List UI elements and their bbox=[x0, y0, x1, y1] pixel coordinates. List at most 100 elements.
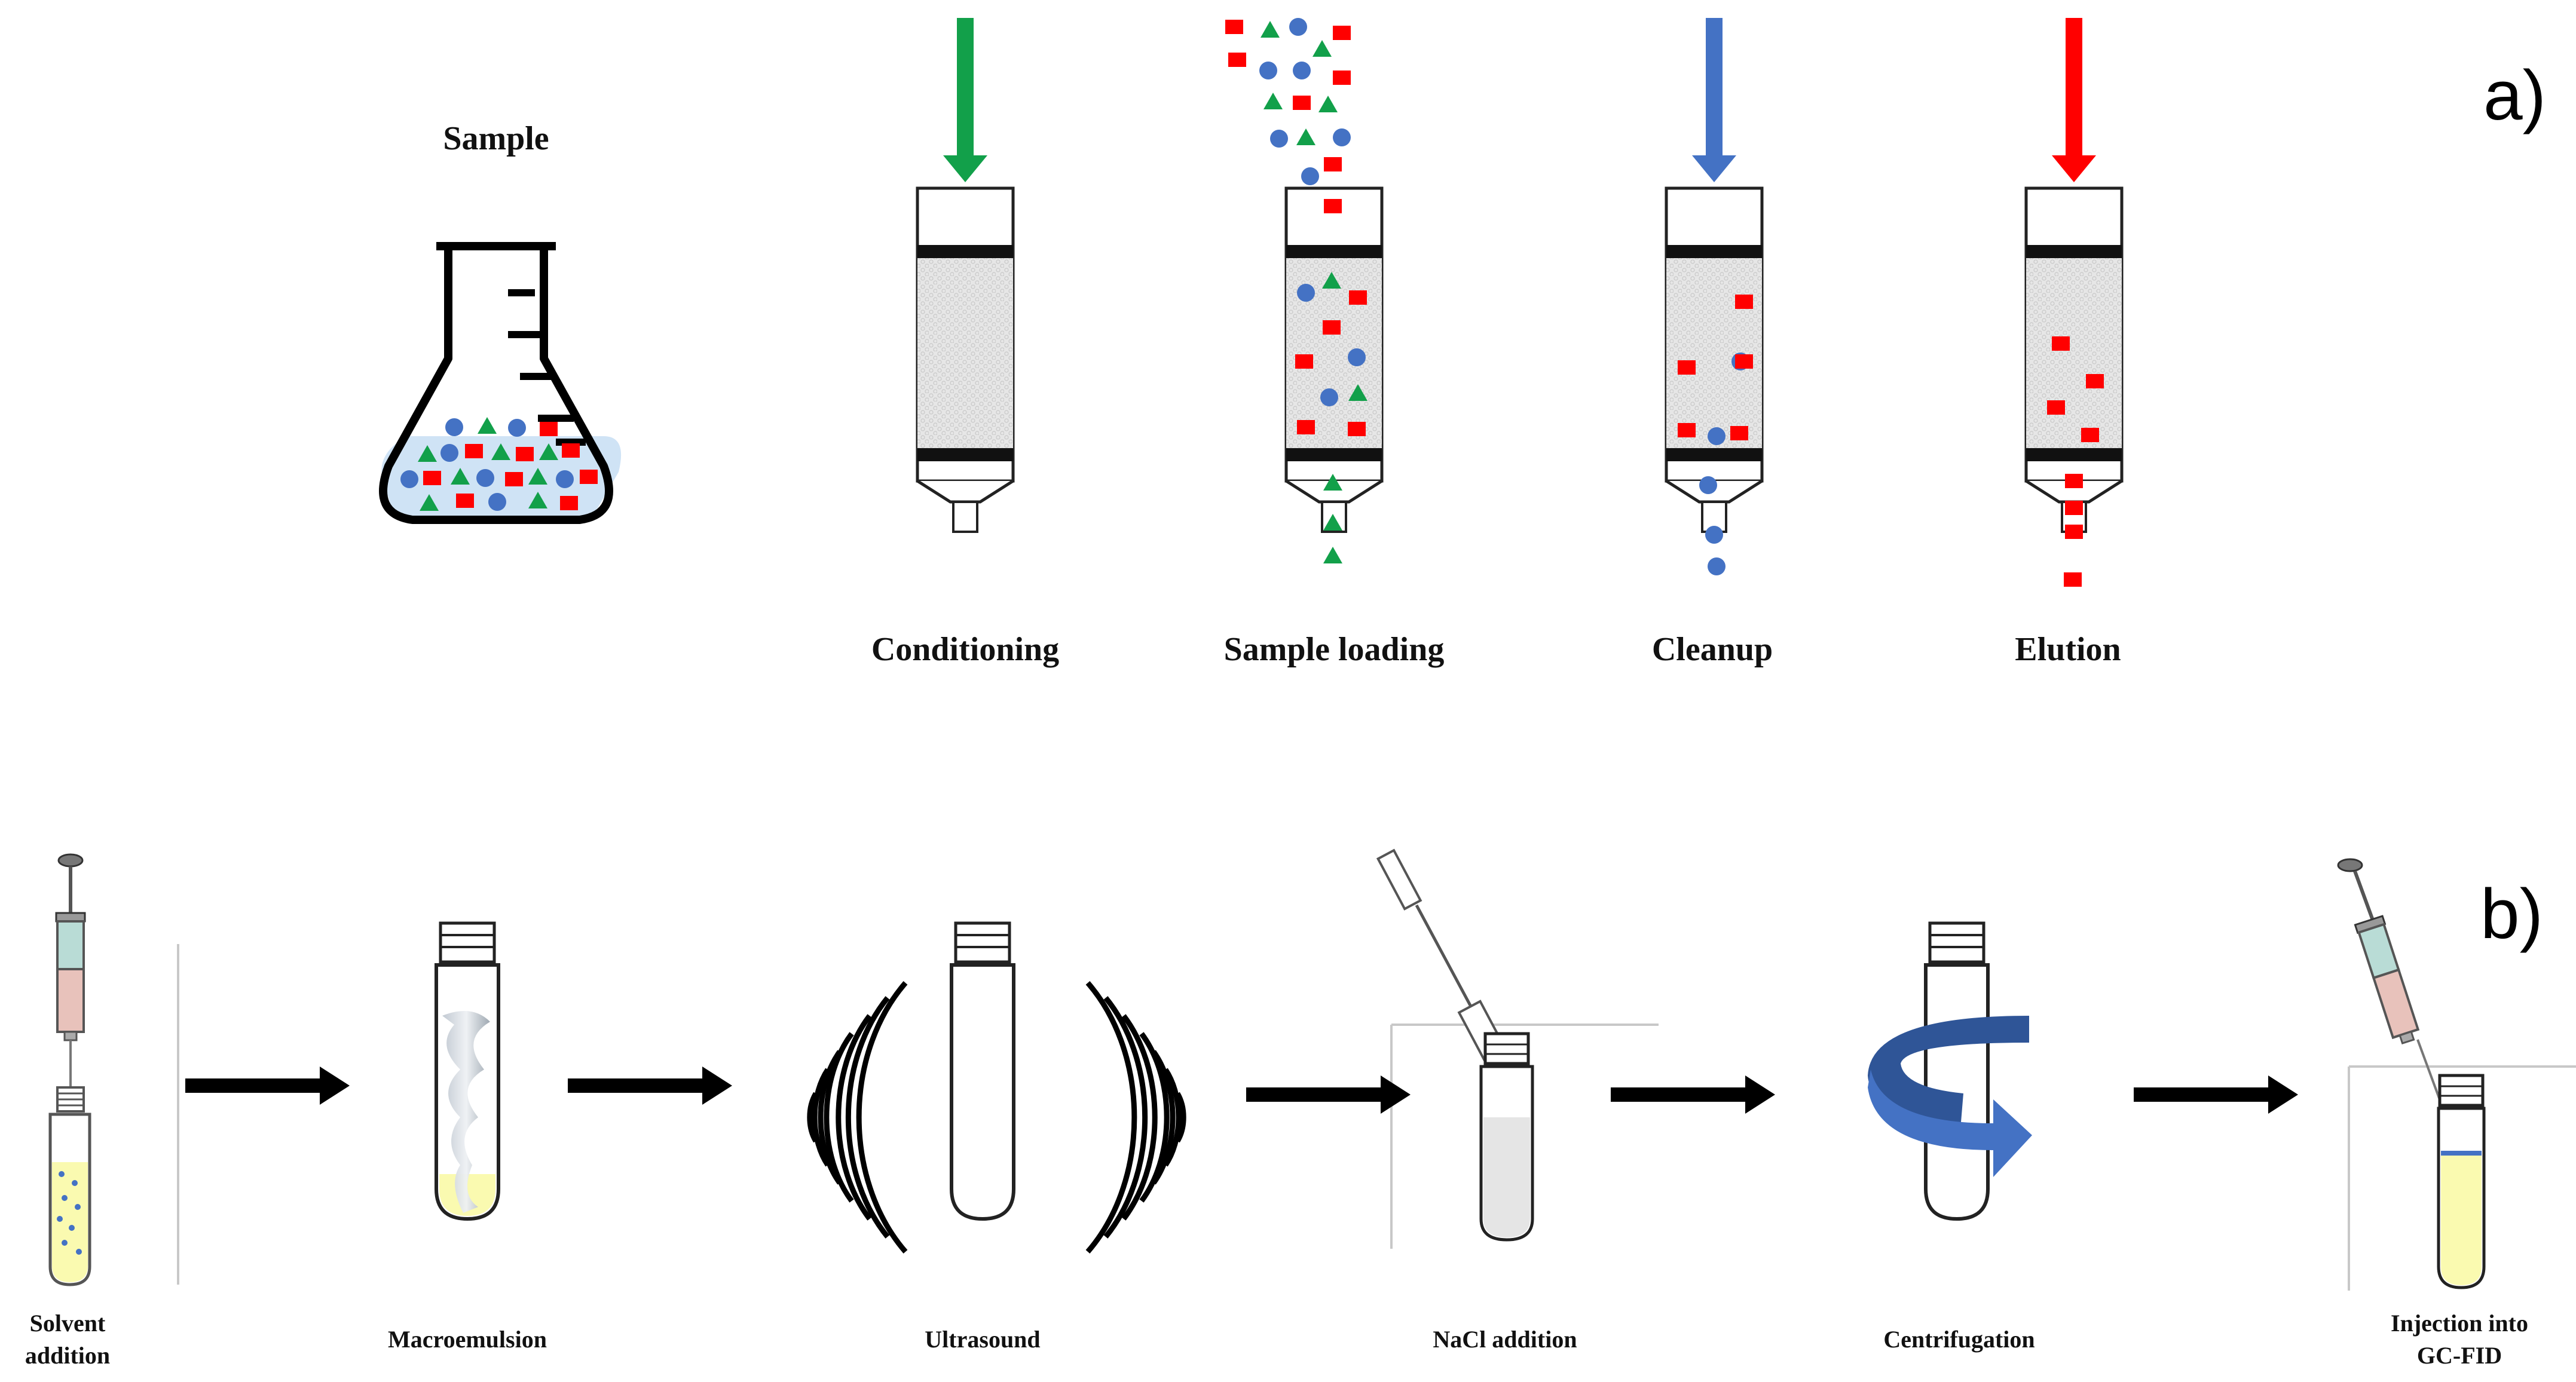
step-cleanup-label: Cleanup bbox=[1652, 631, 1773, 668]
red-square-particle bbox=[2065, 501, 2083, 515]
ultrasound-waves-right bbox=[1085, 981, 1186, 1254]
nacl-addition-apparatus bbox=[1376, 848, 1659, 1249]
rotation-arrow-icon bbox=[1868, 1016, 2032, 1177]
blue-circle-particle bbox=[1297, 284, 1315, 302]
blue-circle-particle bbox=[1705, 526, 1723, 544]
green-triangle-particle bbox=[1313, 40, 1332, 57]
top-frit bbox=[1286, 245, 1382, 258]
green-triangle-particle bbox=[528, 468, 547, 485]
step-solvent-addition-label-2: addition bbox=[25, 1342, 110, 1369]
green-triangle-particle bbox=[491, 443, 510, 460]
red-square-particle bbox=[423, 471, 441, 485]
blue-circle-particle bbox=[1259, 62, 1277, 79]
red-square-particle bbox=[465, 444, 483, 458]
red-square-particle bbox=[1323, 320, 1341, 335]
arrow-2 bbox=[568, 1067, 732, 1105]
red-square-particle bbox=[1293, 96, 1311, 110]
green-triangle-particle bbox=[1323, 547, 1342, 563]
green-triangle-particle bbox=[1261, 21, 1280, 38]
step-injection-label-2: GC-FID bbox=[2417, 1342, 2502, 1369]
sample-label: Sample bbox=[443, 120, 549, 157]
green-triangle-particle bbox=[1323, 514, 1342, 531]
spe-cartridges bbox=[916, 186, 2124, 533]
red-square-particle bbox=[1297, 420, 1315, 434]
red-square-particle bbox=[1324, 199, 1342, 213]
green-triangle-particle bbox=[528, 492, 547, 508]
red-square-particle bbox=[2086, 374, 2104, 388]
centrifugation-tube bbox=[1924, 921, 1990, 1221]
blue-circle-particle bbox=[400, 470, 418, 488]
red-square-particle bbox=[1324, 157, 1342, 171]
red-square-particle bbox=[1348, 422, 1366, 436]
blue-circle-particle bbox=[1348, 348, 1366, 366]
sorbent-bed bbox=[917, 245, 1013, 454]
red-square-particle bbox=[2065, 525, 2083, 539]
cartridge-funnel bbox=[916, 479, 1014, 504]
blue-circle-particle bbox=[1270, 130, 1288, 148]
red-square-particle bbox=[2047, 400, 2065, 415]
green-triangle-particle bbox=[478, 417, 497, 434]
red-square-particle bbox=[2081, 428, 2099, 442]
green-triangle-particle bbox=[1322, 272, 1341, 289]
blue-circle-particle bbox=[1293, 62, 1311, 79]
green-triangle-particle bbox=[418, 445, 437, 462]
macroemulsion-tube bbox=[435, 921, 500, 1221]
step-solvent-addition-label-1: Solvent bbox=[30, 1310, 106, 1337]
process-arrows bbox=[185, 1067, 2298, 1114]
red-square-particle bbox=[1678, 360, 1696, 375]
step-injection-label-1: Injection into bbox=[2391, 1310, 2528, 1337]
conditioning-arrow bbox=[943, 18, 987, 182]
arrow-5 bbox=[2134, 1075, 2298, 1114]
step-centrifugation-label: Centrifugation bbox=[1883, 1326, 2035, 1353]
red-square-particle bbox=[560, 496, 578, 510]
red-square-particle bbox=[1333, 71, 1351, 85]
green-triangle-particle bbox=[1296, 128, 1315, 145]
red-square-particle bbox=[580, 470, 598, 484]
red-square-particle bbox=[1333, 26, 1351, 40]
blue-circle-particle bbox=[1699, 476, 1717, 494]
injection-apparatus bbox=[2337, 858, 2576, 1291]
blue-circle-particle bbox=[488, 493, 506, 511]
blue-circle-particle bbox=[1320, 388, 1338, 406]
solvent-addition-apparatus bbox=[48, 853, 179, 1286]
red-square-particle bbox=[562, 443, 580, 458]
red-square-particle bbox=[505, 472, 523, 486]
step-macroemulsion-label: Macroemulsion bbox=[388, 1326, 547, 1353]
flask-particles bbox=[400, 417, 598, 511]
red-square-particle bbox=[2065, 474, 2083, 488]
top-frit bbox=[1666, 245, 1762, 258]
red-square-particle bbox=[1295, 354, 1313, 369]
bottom-frit bbox=[1286, 448, 1382, 461]
green-triangle-particle bbox=[1263, 93, 1283, 109]
red-square-particle bbox=[516, 447, 534, 461]
red-square-particle bbox=[1228, 53, 1246, 67]
bottom-frit bbox=[917, 448, 1013, 461]
elution-arrow bbox=[2052, 18, 2096, 182]
ultrasound-tube bbox=[950, 921, 1015, 1221]
arrow-1 bbox=[185, 1067, 350, 1105]
red-square-particle bbox=[2064, 572, 2082, 587]
red-square-particle bbox=[1225, 20, 1243, 34]
top-frit bbox=[917, 245, 1013, 258]
step-sample-loading-label: Sample loading bbox=[1224, 631, 1445, 668]
top-frit bbox=[2026, 245, 2122, 258]
arrow-4 bbox=[1611, 1075, 1775, 1114]
red-square-particle bbox=[1735, 295, 1753, 309]
red-square-particle bbox=[1349, 290, 1367, 305]
bottom-frit bbox=[1666, 448, 1762, 461]
red-square-particle bbox=[1730, 426, 1748, 440]
blue-circle-particle bbox=[508, 419, 526, 437]
spe-particles bbox=[1225, 18, 2104, 587]
blue-circle-particle bbox=[445, 418, 463, 436]
green-triangle-particle bbox=[539, 443, 558, 460]
step-conditioning-label: Conditioning bbox=[871, 631, 1059, 668]
red-square-particle bbox=[1735, 354, 1753, 369]
sorbent-bed bbox=[1666, 245, 1762, 454]
red-square-particle bbox=[456, 494, 474, 508]
step-ultrasound-label: Ultrasound bbox=[925, 1326, 1040, 1353]
spe-cartridge-1 bbox=[916, 186, 1015, 533]
bottom-frit bbox=[2026, 448, 2122, 461]
panel-a-letter: a) bbox=[2483, 56, 2546, 135]
blue-circle-particle bbox=[440, 444, 458, 462]
